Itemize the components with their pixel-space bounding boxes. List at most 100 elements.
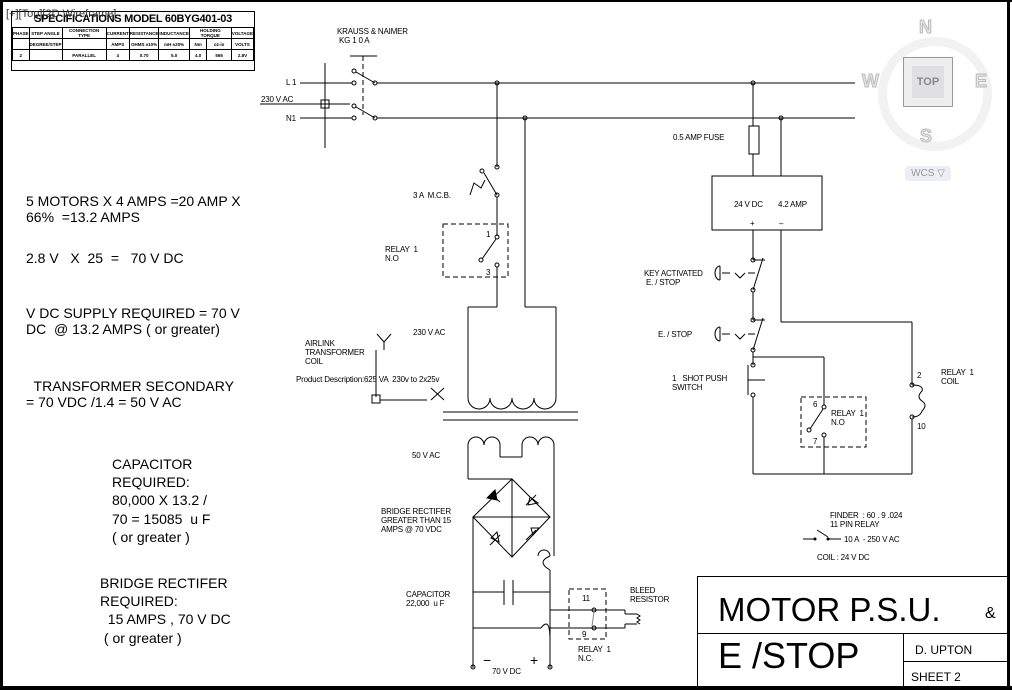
label-psu-current: 4.2 AMP xyxy=(778,200,807,209)
filter-capacitor xyxy=(470,580,553,670)
label-bridge: BRIDGE RECTIFER GREATER THAN 15 AMPS @ 7… xyxy=(381,507,452,535)
viewcube-top-label[interactable]: TOP xyxy=(912,66,944,98)
label-estop: E. / STOP xyxy=(658,330,693,339)
relay-pin-2: 2 xyxy=(917,371,922,380)
calc-motors: 5 MOTORS X 4 AMPS =20 AMP X 66% =13.2 AM… xyxy=(26,193,241,226)
compass-west[interactable]: W xyxy=(862,71,880,92)
label-push-switch: 1 SHOT PUSH SWITCH xyxy=(672,374,728,393)
spec-title: SPECIFICATIONS MODEL 60BYG401-03 xyxy=(34,13,232,25)
spec-unit: OHMS ±10% xyxy=(128,38,160,50)
relay-pin-6: 6 xyxy=(813,400,818,409)
label-relay-nc: RELAY 1 N.C. xyxy=(578,645,611,664)
relay-pin-10: 10 xyxy=(917,422,926,431)
drawing-author: D. UPTON xyxy=(915,643,973,657)
viewport-label[interactable]: [+][Top][2D Wireframe] xyxy=(6,8,117,20)
label-isolator: KRAUSS & NAIMER KG 1 0 A xyxy=(337,27,408,46)
label-mcb: 3 A M.C.B. xyxy=(413,191,451,200)
wcs-dropdown[interactable]: WCS ▽ xyxy=(905,166,951,181)
label-relay-no-left: RELAY 1 N.O xyxy=(385,245,418,264)
relay-pin-11: 11 xyxy=(582,594,590,603)
title-divider-author xyxy=(903,661,1008,662)
bleed-resistor-circuit xyxy=(550,588,641,640)
spec-value: PARALLEL xyxy=(61,49,107,61)
bus-lines xyxy=(377,80,855,121)
spec-unit: AMPS xyxy=(105,38,130,50)
spec-header: CONNECTION TYPE xyxy=(61,27,107,39)
label-n1: N1 xyxy=(286,114,296,123)
spec-value: 4.0 xyxy=(188,49,208,61)
spec-value xyxy=(28,49,63,61)
title-divider-vertical xyxy=(903,633,904,687)
spec-grid: PHASE STEP ANGLE CONNECTION TYPE CURRENT… xyxy=(12,27,255,61)
drawing-border-top xyxy=(0,0,1012,2)
relay-legend-symbol xyxy=(803,529,841,541)
spec-unit: mH ±20% xyxy=(158,38,190,50)
relay-pin-1: 1 xyxy=(486,230,491,239)
calc-rectifier: BRIDGE RECTIFER REQUIRED: 15 AMPS , 70 V… xyxy=(100,575,231,646)
spec-header: VOLTAGE xyxy=(230,27,255,39)
label-relay-coil: RELAY 1 COIL xyxy=(941,368,974,387)
bridge-rectifier xyxy=(472,478,551,668)
label-l1: L 1 xyxy=(286,78,297,87)
spec-unit xyxy=(12,38,30,50)
label-airlink: AIRLINK TRANSFORMER COIL xyxy=(305,339,365,367)
spec-values-row: 2 PARALLEL 4 0.70 5.0 4.0 565 2.8V xyxy=(12,49,255,61)
compass-south[interactable]: S xyxy=(919,126,933,147)
label-bleed: BLEED RESISTOR xyxy=(630,586,670,605)
compass-east[interactable]: E xyxy=(974,71,988,92)
drawing-title-ampersand: & xyxy=(985,605,996,622)
drawing-title-line2: E /STOP xyxy=(718,635,860,676)
viewcube-compass[interactable]: N S E W TOP WCS ▽ xyxy=(860,15,992,181)
spec-header: INDUCTANCE xyxy=(158,27,190,39)
spec-header: PHASE xyxy=(12,27,30,39)
spec-value: 2.8V xyxy=(230,49,255,61)
label-product-description: Product Description:625 VA 230v to 2x25v xyxy=(296,375,440,384)
label-output-dc: 70 V DC xyxy=(492,667,521,676)
label-coil-rating: COIL : 24 V DC xyxy=(817,553,870,562)
spec-header: STEP ANGLE xyxy=(28,27,63,39)
drawing-border-right xyxy=(1007,0,1010,690)
spec-unit: DEGREE/STEP xyxy=(28,38,63,50)
control-psu-branch xyxy=(711,83,926,475)
compass-north[interactable]: N xyxy=(919,17,933,38)
spec-table: SPECIFICATIONS MODEL 60BYG401-03 PHASE S… xyxy=(11,11,255,71)
output-plus: + xyxy=(530,652,539,668)
compass-ring[interactable] xyxy=(878,37,992,151)
label-relay-no-right: RELAY 1 N.O xyxy=(831,409,864,428)
label-key-estop: KEY ACTIVATED E. / STOP xyxy=(644,269,703,288)
label-capacitor: CAPACITOR 22,000 u F xyxy=(406,590,451,609)
relay-pin-3: 3 xyxy=(486,268,491,277)
spec-unit xyxy=(61,38,107,50)
psu-plus: + xyxy=(750,219,755,228)
spec-value: 2 xyxy=(12,49,30,61)
spec-value: 4 xyxy=(105,49,130,61)
mcb-and-relay-branch xyxy=(442,83,557,410)
drawing-border-bottom xyxy=(0,686,1012,690)
label-primary-ac: 230 V AC xyxy=(413,328,446,337)
spec-unit: Nm xyxy=(188,38,208,50)
title-block: MOTOR P.S.U. & E /STOP D. UPTON SHEET 2 xyxy=(697,576,1008,687)
output-minus: − xyxy=(483,652,492,668)
relay-pin-9: 9 xyxy=(582,630,587,639)
spec-header: CURRENT xyxy=(105,27,130,39)
wcs-label: WCS xyxy=(911,168,935,179)
spec-header-row: PHASE STEP ANGLE CONNECTION TYPE CURRENT… xyxy=(12,27,255,39)
spec-unit: VOLTS xyxy=(230,38,255,50)
spec-header: HOLDING TORQUE xyxy=(188,27,232,39)
psu-minus: – xyxy=(779,219,784,228)
calc-voltage: 2.8 V X 25 = 70 V DC xyxy=(26,250,184,266)
label-psu-voltage: 24 V DC xyxy=(734,200,763,209)
drawing-border-left xyxy=(0,0,3,690)
label-finder: FINDER : 60 . 9 .024 11 PIN RELAY xyxy=(830,511,903,530)
sheet-number: SHEET 2 xyxy=(911,670,961,684)
viewcube-top-face[interactable]: TOP xyxy=(903,57,953,107)
label-fuse: 0.5 AMP FUSE xyxy=(673,133,725,142)
calc-transformer: TRANSFORMER SECONDARY = 70 VDC /1.4 = 50… xyxy=(26,378,234,411)
label-contact-rating: 10 A - 250 V AC xyxy=(844,535,900,544)
calc-capacitor: CAPACITOR REQUIRED: 80,000 X 13.2 / 70 =… xyxy=(112,456,211,545)
spec-value: 565 xyxy=(206,49,232,61)
spec-units-row: DEGREE/STEP AMPS OHMS ±10% mH ±20% Nm oz… xyxy=(12,38,255,50)
chevron-down-icon: ▽ xyxy=(937,168,945,179)
label-secondary-ac: 50 V AC xyxy=(412,451,440,460)
